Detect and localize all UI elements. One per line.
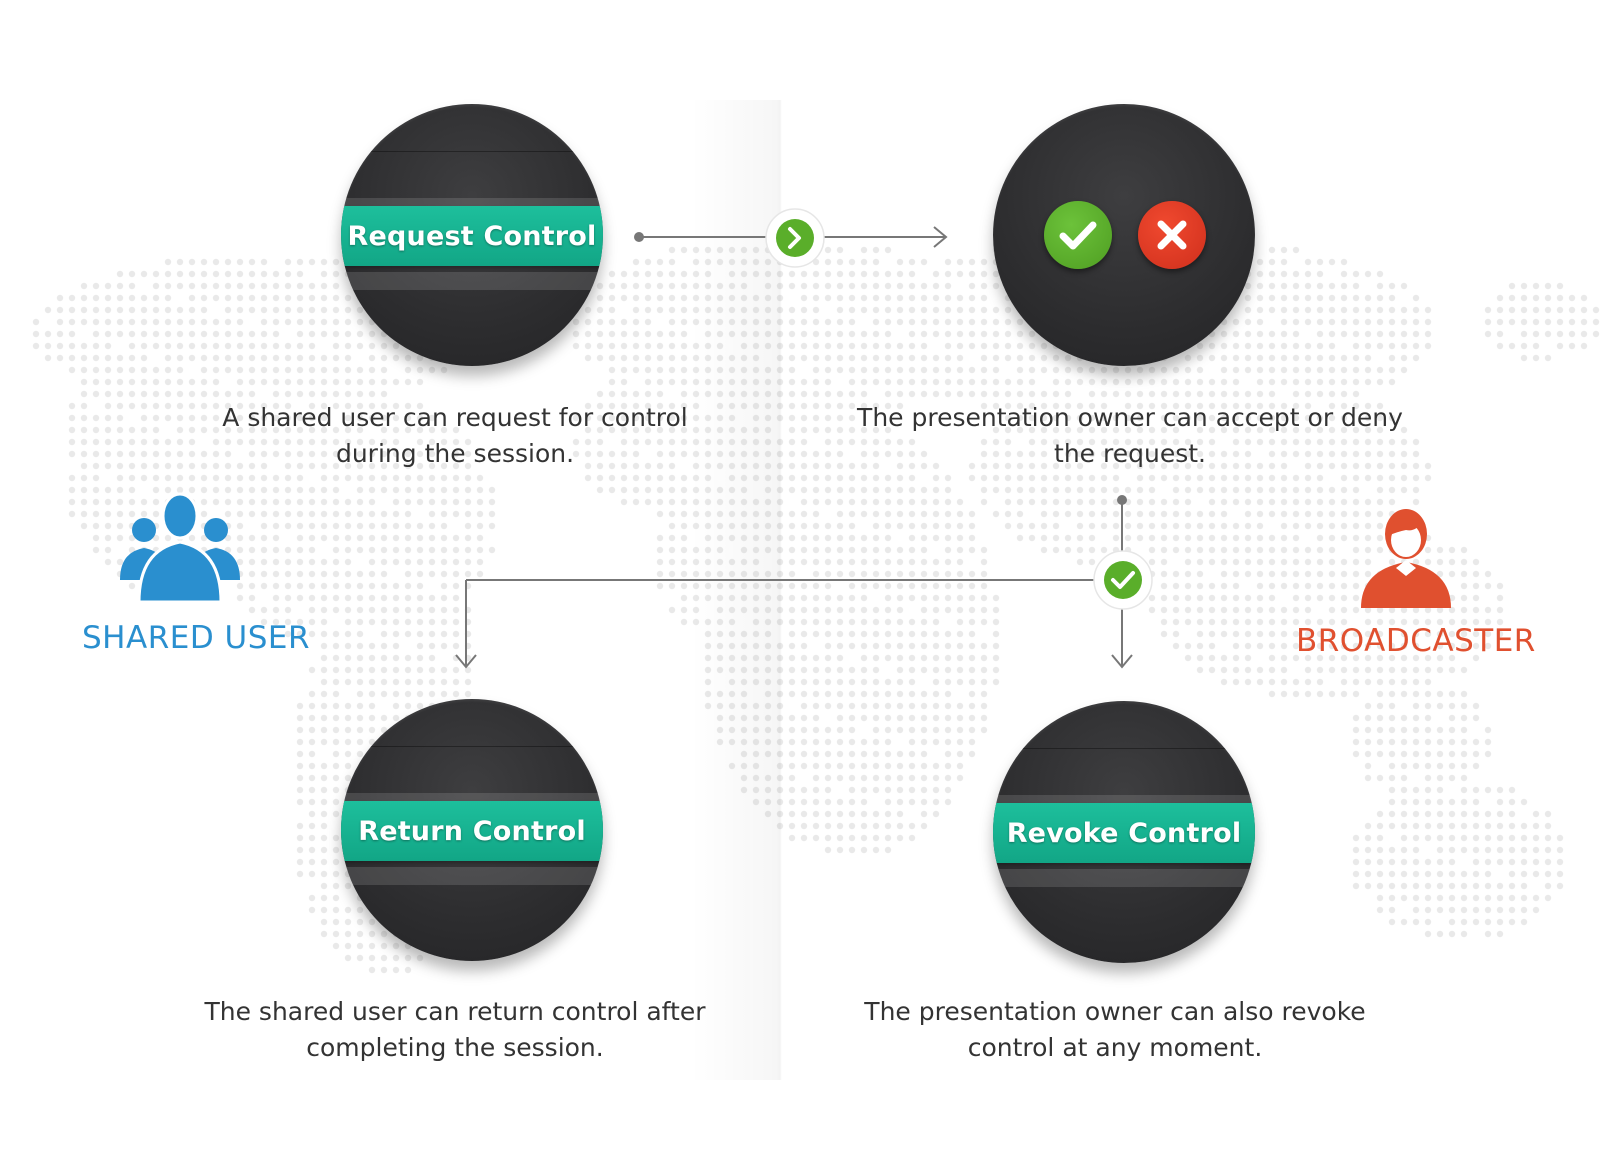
decision-caption-line2: the request. [1054,439,1206,468]
revoke-control-label: Revoke Control [1006,817,1242,849]
revoke-control-disc: Revoke Control [993,701,1255,963]
checkmark-icon [1059,221,1097,250]
arrow-decision-to-outcomes [455,495,1153,669]
request-caption: A shared user can request for control du… [170,400,740,472]
revoke-control-button[interactable]: Revoke Control [993,803,1255,864]
request-control-label: Request Control [347,220,597,252]
return-control-label: Return Control [358,815,586,847]
request-control-button[interactable]: Request Control [341,206,603,267]
user-group-icon [120,492,240,602]
shared-user-label: SHARED USER [82,620,311,656]
return-caption: The shared user can return control after… [150,994,760,1066]
arrow-request-to-decision [634,208,948,268]
return-control-button[interactable]: Return Control [341,801,603,862]
return-control-disc: Return Control [341,699,603,961]
return-caption-line1: The shared user can return control after [204,997,706,1026]
decision-caption: The presentation owner can accept or den… [820,400,1440,472]
request-control-disc: Request Control [341,104,603,366]
user-icon [1361,509,1451,608]
return-caption-line2: completing the session. [306,1033,604,1062]
x-icon [1157,220,1187,250]
chevron-right-icon [776,219,814,257]
decision-caption-line1: The presentation owner can accept or den… [857,403,1403,432]
decision-disc [993,104,1255,366]
checkmark-icon [1104,561,1142,599]
revoke-caption-line2: control at any moment. [967,1033,1263,1062]
revoke-caption: The presentation owner can also revoke c… [820,994,1410,1066]
revoke-caption-line1: The presentation owner can also revoke [864,997,1366,1026]
request-caption-line2: during the session. [335,439,575,468]
accept-button[interactable] [1044,201,1112,269]
deny-button[interactable] [1138,201,1206,269]
broadcaster-label: BROADCASTER [1296,623,1536,659]
request-caption-line1: A shared user can request for control [222,403,688,432]
